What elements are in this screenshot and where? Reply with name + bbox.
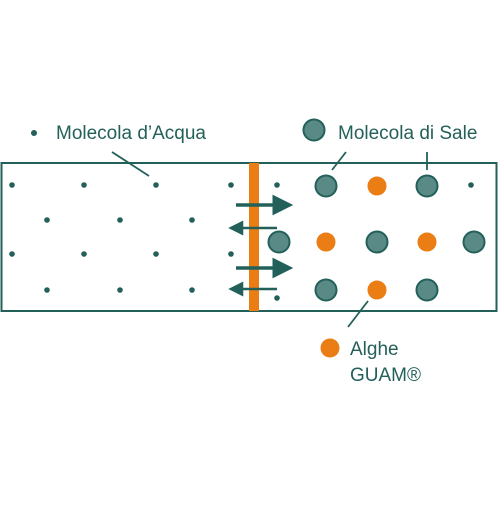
- algae-molecule: [315, 231, 337, 253]
- water-molecule: [117, 287, 123, 293]
- salt-molecule: [314, 278, 338, 302]
- water-molecule: [468, 182, 474, 188]
- water-molecule: [153, 182, 159, 188]
- water-molecule: [81, 182, 87, 188]
- water-molecule: [44, 287, 50, 293]
- algae-molecule: [416, 231, 438, 253]
- legend-salt-label: Molecola di Sale: [338, 123, 477, 144]
- legend-water-dot: [31, 130, 37, 136]
- water-molecule: [189, 287, 195, 293]
- salt-molecule: [462, 230, 486, 254]
- algae-leader-line: [347, 300, 369, 328]
- salt-molecule: [415, 278, 439, 302]
- salt-molecule: [267, 230, 291, 254]
- water-molecule: [274, 182, 280, 188]
- water-molecule: [153, 251, 159, 257]
- salt-leader-line-1: [331, 151, 347, 171]
- water-molecule: [228, 182, 234, 188]
- salt-molecule: [415, 174, 439, 198]
- water-molecule: [189, 217, 195, 223]
- water-molecule: [9, 251, 15, 257]
- water-molecule: [9, 182, 15, 188]
- water-molecule: [274, 295, 280, 301]
- legend-algae-label-line1: Alghe: [350, 339, 399, 360]
- water-molecule: [44, 217, 50, 223]
- osmosis-arrows: [228, 194, 294, 297]
- water-leader-line: [111, 151, 150, 177]
- solute-molecules: [267, 174, 486, 302]
- algae-molecule: [366, 175, 388, 197]
- legend-algae-label-line2: GUAM®: [350, 365, 421, 386]
- water-molecule: [117, 217, 123, 223]
- water-molecule: [81, 251, 87, 257]
- water-molecules: [9, 182, 474, 301]
- legend-algae-circle: [320, 338, 340, 358]
- water-molecule: [228, 251, 234, 257]
- algae-molecule: [366, 279, 388, 301]
- membrane: [249, 163, 259, 311]
- legend-water-label: Molecola d’Acqua: [56, 123, 206, 144]
- legend-salt-circle: [302, 118, 326, 142]
- salt-molecule: [365, 230, 389, 254]
- salt-molecule: [314, 174, 338, 198]
